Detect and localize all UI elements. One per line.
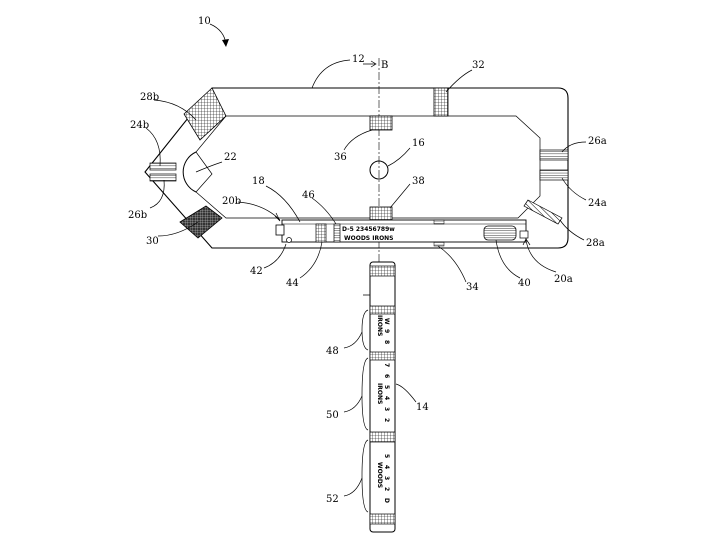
left-lower-band [150,174,176,181]
label-40: 40 [518,278,531,289]
lower-band [370,207,392,220]
label-24a: 24a [588,198,607,209]
handle-char: 5 [383,454,390,458]
label-14: 14 [416,402,429,413]
label-20a: 20a [554,274,573,285]
figure-number: 10 [198,16,211,27]
slot-hole [287,238,292,243]
label-24b: 24b [130,120,149,131]
handle-char: 2 [383,418,390,422]
handle-band-bottom [370,514,395,524]
section-mark-top: B [381,60,388,71]
label-50: 50 [326,410,339,421]
label-30: 30 [146,236,159,247]
slot-band [316,224,326,242]
label-20b: 20b [222,196,241,207]
leader-14 [396,384,416,402]
handle-char: 4 [383,465,390,469]
label-22: 22 [224,152,237,163]
label-46: 46 [302,190,315,201]
label-16: 16 [412,138,425,149]
handle-char: W [383,318,390,325]
slot-tab [276,225,284,235]
handle-char: 8 [383,340,390,344]
strip-code: D-5 23456789w [342,226,395,233]
label-52: 52 [326,494,339,505]
leader-52 [344,478,362,496]
section-arrow-top [363,61,376,67]
handle-char: 2 [383,487,390,491]
label-48: 48 [326,346,339,357]
handle-char: 3 [383,407,390,411]
left-mid-band [150,163,176,170]
slot-knob [484,226,516,240]
leader-50 [344,396,362,412]
handle-char: 3 [383,476,390,480]
label-28b: 28b [140,92,159,103]
label-42: 42 [250,266,263,277]
bracket-52 [362,440,368,512]
figure-arrowhead [222,39,229,47]
label-28a: 28a [586,238,605,249]
slot-mark-bottom [434,242,444,246]
label-32: 32 [472,60,485,71]
handle-char: 7 [383,363,390,367]
handle-char: 9 [383,329,390,333]
handle-category-52: WOODS [376,462,383,488]
handle-char: 4 [383,396,390,400]
handle-char: D [383,498,390,503]
handle-char: 5 [383,385,390,389]
right-mid-band [540,170,568,180]
handle-band-2 [370,306,395,314]
handle-category-48: IRONS [376,315,383,336]
label-26b: 26b [128,210,147,221]
handle-band-4 [370,432,395,442]
handle-band-3 [370,352,395,360]
label-44: 44 [286,278,299,289]
label-18: 18 [252,176,265,187]
handle-category-50: IRONS [376,383,383,404]
label-38: 38 [412,176,425,187]
strip-labels: WOODS IRONS [344,235,394,242]
leader-48 [344,332,362,348]
slot-mark-top [434,220,444,224]
label-36: 36 [334,152,347,163]
right-upper-band [540,150,568,160]
slider [334,224,340,242]
bracket-48 [362,310,368,350]
upper-band [370,116,392,130]
label-26a: 26a [588,136,607,147]
handle-band-top [370,266,395,276]
leader-34 [438,246,466,282]
bracket-50 [362,358,368,430]
handle-char: 6 [383,374,390,378]
slot-end-cap [520,231,528,238]
leader-12 [312,60,350,88]
label-34: 34 [466,282,479,293]
label-12: 12 [352,54,365,65]
top-band [434,88,448,116]
